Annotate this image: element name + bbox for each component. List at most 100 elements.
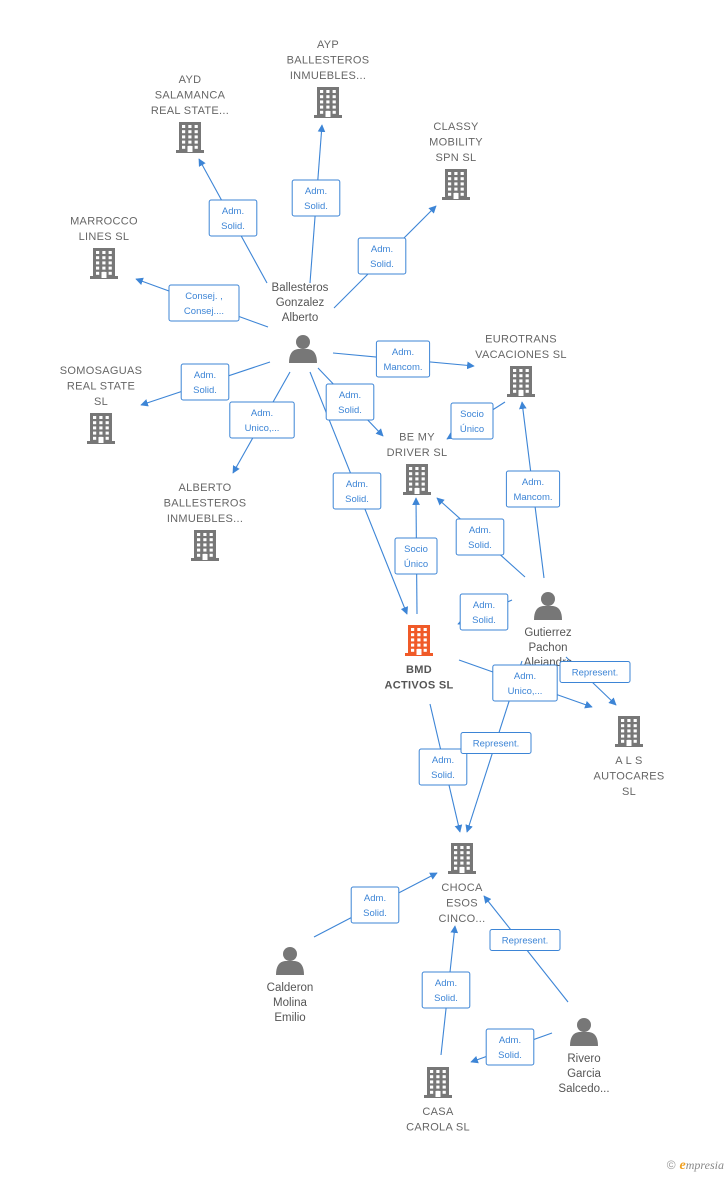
- company-label: AYP: [317, 39, 339, 51]
- company-label: CAROLA SL: [406, 1122, 470, 1134]
- edge-label-ballesteros-to-ayd[interactable]: Adm.Solid.: [208, 199, 258, 237]
- person-label: Gonzalez: [276, 297, 325, 309]
- edge-label-text: Solid.: [304, 201, 328, 212]
- edge-label-box: [505, 470, 561, 508]
- edge-label-ballesteros-to-eurotrans[interactable]: Adm.Mancom.: [375, 340, 431, 378]
- building-icon: [424, 1067, 452, 1098]
- building-icon: [314, 87, 342, 118]
- person-icon: [276, 947, 304, 975]
- edge-label-box: [168, 284, 240, 322]
- company-label: VACACIONES SL: [475, 349, 567, 361]
- edge-label-text: Adm.: [522, 477, 544, 488]
- edge-label-box: [450, 402, 494, 440]
- edge-label-text: Solid.: [221, 221, 245, 232]
- company-label: ALBERTO: [178, 482, 231, 494]
- edge-label-box: [421, 971, 471, 1009]
- company-label: SPN SL: [436, 152, 477, 164]
- company-label: INMUEBLES...: [290, 70, 366, 82]
- company-label: MOBILITY: [429, 137, 483, 149]
- company-label: SL: [622, 786, 636, 798]
- edge-label-text: Unico,...: [508, 686, 543, 697]
- edge-label-ballesteros-to-alberto[interactable]: Adm.Unico,...: [229, 401, 295, 439]
- edge-label-ballesteros-to-classy[interactable]: Adm.Solid.: [357, 237, 407, 275]
- edge-label-rivero-to-choca[interactable]: Represent.: [489, 929, 561, 951]
- edge-label-calderon-to-choca[interactable]: Adm.Solid.: [350, 886, 400, 924]
- company-label: BALLESTEROS: [287, 55, 370, 67]
- edge-label-box: [485, 1028, 535, 1066]
- person-label: Molina: [273, 997, 307, 1009]
- edge-label-text: Adm.: [435, 978, 457, 989]
- building-icon: [615, 716, 643, 747]
- edge-label-ballesteros-to-ayp[interactable]: Adm.Solid.: [291, 179, 341, 217]
- edge-label-bmd-to-choca[interactable]: Adm.Solid.: [418, 748, 468, 786]
- footer-brand[interactable]: ©empresia: [667, 1158, 724, 1174]
- edge-label-rivero-to-casa[interactable]: Adm.Solid.: [485, 1028, 535, 1066]
- edge-label-casa-to-choca[interactable]: Adm. Solid.: [421, 971, 471, 1009]
- edge-label-text: Solid.: [434, 993, 458, 1004]
- edge-label-text: Solid.: [370, 259, 394, 270]
- building-icon: [507, 366, 535, 397]
- company-label: SL: [94, 396, 108, 408]
- edge-label-text: Solid.: [363, 908, 387, 919]
- edge-label-gutierrez-to-als[interactable]: Represent.: [559, 661, 631, 683]
- edge-label-text: Adm.: [194, 370, 216, 381]
- company-label: REAL STATE...: [151, 105, 229, 117]
- edge-label-box: [332, 472, 382, 510]
- edge-label-box: [208, 199, 258, 237]
- company-node-classy[interactable]: CLASSY MOBILITY SPN SL: [429, 121, 483, 200]
- edge-label-box: [489, 929, 561, 951]
- edge-label-text: Adm.: [346, 479, 368, 490]
- company-label: CASA: [422, 1106, 454, 1118]
- edge-label-text: Represent.: [572, 668, 618, 679]
- company-label: CLASSY: [433, 121, 479, 133]
- edge-label-ballesteros-to-somosaguas[interactable]: Adm. Solid.: [180, 363, 230, 401]
- company-node-casa[interactable]: CASA CAROLA SL: [406, 1067, 470, 1134]
- edge-label-text: Solid.: [468, 540, 492, 551]
- edge-label-gutierrez-to-bmd[interactable]: Adm.Solid.: [459, 593, 509, 631]
- edge-label-gutierrez-to-eurotrans[interactable]: Adm.Mancom.: [505, 470, 561, 508]
- edge-label-bmd-to-als[interactable]: Adm. Unico,...: [492, 664, 558, 702]
- edge-label-text: Unico,...: [245, 423, 280, 434]
- edge-label-box: [350, 886, 400, 924]
- edge-label-ballesteros-to-marrocco[interactable]: Consej. ,Consej....: [168, 284, 240, 322]
- company-label: EUROTRANS: [485, 334, 557, 346]
- company-node-alberto[interactable]: ALBERTOBALLESTEROSINMUEBLES...: [164, 482, 247, 561]
- company-label: A L S: [615, 755, 642, 767]
- building-icon: [176, 122, 204, 153]
- person-label: Pachon: [528, 642, 567, 654]
- edge-label-text: Adm.: [473, 600, 495, 611]
- edge-label-text: Solid.: [193, 385, 217, 396]
- edge-label-ballesteros-to-bmd[interactable]: Adm. Solid.: [332, 472, 382, 510]
- company-label: ESOS: [446, 898, 478, 910]
- edge-label-text: Solid.: [345, 494, 369, 505]
- company-label: BE MY: [399, 432, 435, 444]
- edge-label-text: Represent.: [502, 936, 548, 947]
- edge-label-text: Adm.: [514, 671, 536, 682]
- company-node-eurotrans[interactable]: EUROTRANS VACACIONES SL: [475, 334, 567, 398]
- company-label: CHOCA: [441, 882, 483, 894]
- edge-label-box: [459, 593, 509, 631]
- company-label: BMD: [406, 664, 432, 676]
- copyright-symbol: ©: [666, 1158, 676, 1172]
- edge-label-gutierrez-to-choca[interactable]: Represent.: [460, 732, 532, 754]
- building-icon: [442, 169, 470, 200]
- building-icon: [405, 625, 433, 656]
- person-node-rivero[interactable]: RiveroGarciaSalcedo...: [558, 1018, 610, 1095]
- edge-label-gutierrez-to-bemy[interactable]: Adm.Solid.: [455, 518, 505, 556]
- company-node-ayp[interactable]: AYP BALLESTEROS INMUEBLES...: [287, 39, 370, 118]
- edge-label-ballesteros-to-bemy[interactable]: Adm.Solid.: [325, 383, 375, 421]
- company-node-choca[interactable]: CHOCAESOSCINCO...: [438, 843, 485, 925]
- person-icon: [289, 335, 317, 363]
